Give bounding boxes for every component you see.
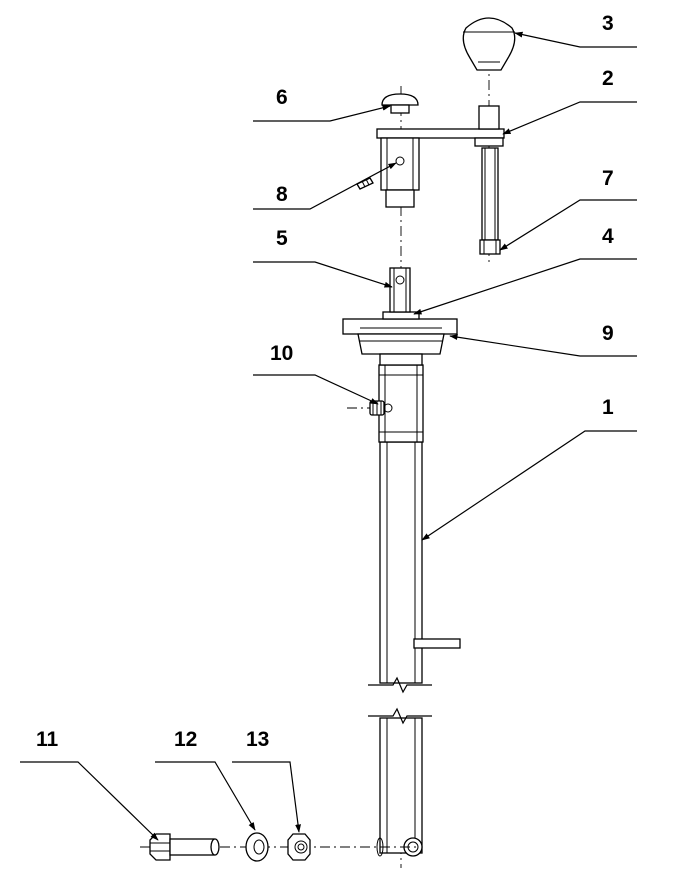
callout-11: 11 [36, 728, 59, 751]
part-10-collar [369, 364, 424, 443]
part-5-shaft [389, 267, 411, 313]
part-9-flange [342, 318, 458, 366]
callout-13: 13 [246, 728, 269, 751]
part-11-bolt [140, 833, 420, 861]
callout-5: 5 [276, 227, 288, 250]
callout-labels: 3 2 6 7 8 5 4 9 10 1 11 12 13 [36, 12, 614, 751]
callout-4: 4 [602, 225, 614, 248]
callout-10: 10 [270, 342, 293, 365]
part-1-column-tube [368, 441, 461, 857]
part-8-set-screw [356, 177, 374, 190]
part-6-cap [381, 93, 419, 114]
part-4-washer [382, 311, 420, 320]
callout-8: 8 [276, 183, 288, 206]
callout-12: 12 [174, 728, 197, 751]
part-13-nut [287, 833, 311, 861]
callout-2: 2 [602, 67, 614, 90]
part-3-knob [462, 17, 516, 71]
leader-lines [20, 31, 637, 841]
callout-7: 7 [602, 167, 614, 190]
part-7-bolt [479, 147, 501, 255]
callout-6: 6 [276, 86, 288, 109]
callout-9: 9 [602, 322, 614, 345]
callout-3: 3 [602, 12, 614, 35]
part-12-washer [245, 832, 269, 862]
callout-1: 1 [602, 396, 614, 419]
